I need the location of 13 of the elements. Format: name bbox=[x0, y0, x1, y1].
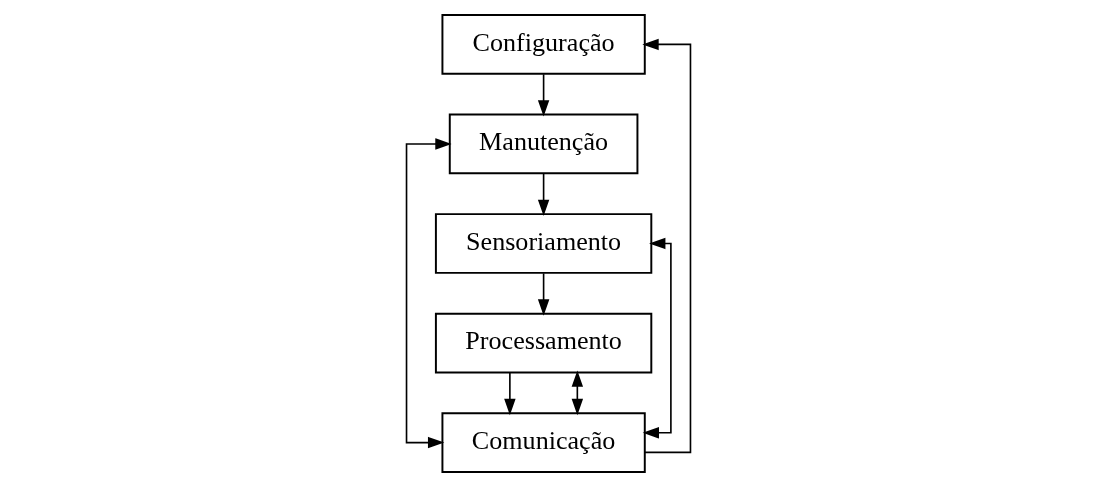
node-box: Manutenção bbox=[448, 113, 638, 175]
node-box: Comunicação bbox=[440, 412, 646, 473]
node-box: Sensoriamento bbox=[434, 213, 652, 274]
arrow bbox=[537, 173, 549, 217]
arrow bbox=[503, 372, 516, 416]
node-box: Processamento bbox=[434, 312, 652, 374]
arrow bbox=[571, 370, 583, 416]
arrow bbox=[537, 73, 549, 117]
arrow bbox=[642, 237, 672, 439]
arrow bbox=[405, 138, 452, 449]
arrow bbox=[537, 272, 549, 316]
node-box: Configuração bbox=[440, 14, 646, 75]
arrow bbox=[641, 38, 691, 454]
